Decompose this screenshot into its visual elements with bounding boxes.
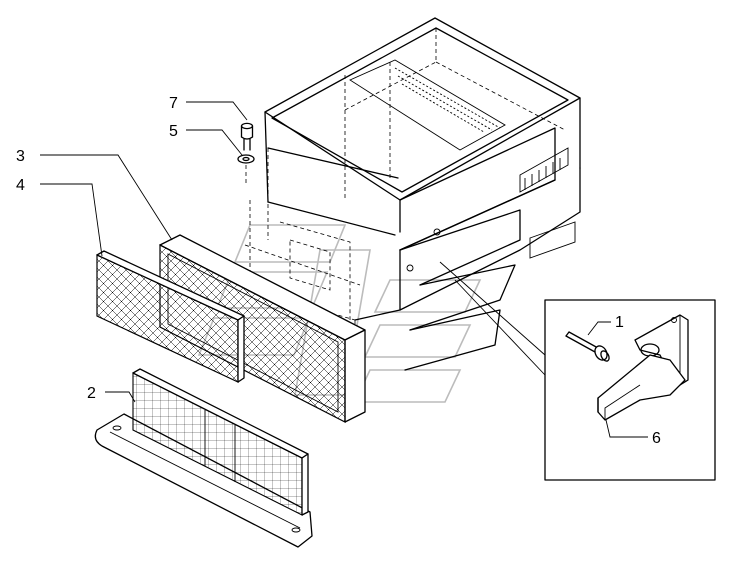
screen-plate: [94, 368, 313, 548]
leader-4: [40, 183, 103, 257]
fine-filter-panel: [96, 250, 245, 383]
callout-5: 5: [169, 123, 178, 140]
callout-labels: 7 5 3 4 2 1 6: [16, 95, 661, 447]
air-filter-housing: [244, 17, 581, 400]
callout-4: 4: [16, 177, 25, 194]
leader-6: [605, 419, 648, 438]
latch-bracket: [597, 314, 689, 421]
callout-6: 6: [652, 430, 661, 447]
leader-1: [587, 321, 611, 336]
coarse-filter-frame: [159, 234, 366, 423]
washer: [237, 154, 255, 186]
callout-2: 2: [87, 385, 96, 402]
rivet: [565, 331, 610, 362]
leader-7: [186, 101, 248, 121]
bolt: [240, 122, 254, 151]
callout-7: 7: [169, 95, 178, 112]
callout-3: 3: [16, 148, 25, 165]
leader-5: [186, 129, 243, 156]
leader-2: [105, 391, 136, 403]
leader-3: [40, 154, 173, 241]
callout-1: 1: [615, 314, 624, 331]
latch-detail-box: [439, 261, 716, 481]
leader-lines: [40, 101, 648, 438]
